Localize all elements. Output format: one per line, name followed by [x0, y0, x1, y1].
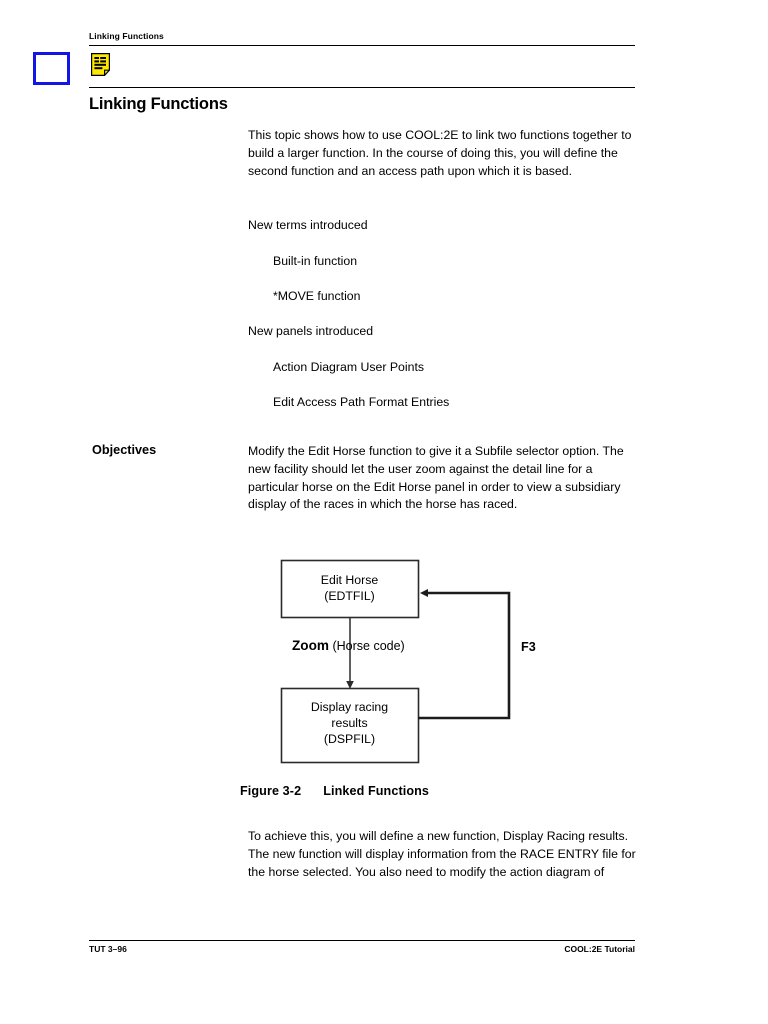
diagram-box-display-line2: results [331, 716, 368, 730]
diagram-box-display-line1: Display racing [310, 700, 389, 714]
diagram-return-label: F3 [521, 640, 536, 654]
figure-caption-number: Figure 3-2 [240, 784, 302, 798]
new-terms-item-built-in-function: Built-in function [273, 254, 358, 268]
footer-page-number: TUT 3–96 [89, 944, 127, 954]
diagram-box-display-line3: (DSPFIL) [323, 732, 376, 746]
objectives-text: Modify the Edit Horse function to give i… [248, 444, 624, 512]
page-title: Linking Functions [89, 95, 228, 113]
diagram-link-label-rest: (Horse code) [329, 639, 405, 653]
footer-document-title: COOL:2E Tutorial [564, 944, 635, 954]
new-panels-item-edit-access-path-format-entries: Edit Access Path Format Entries [273, 395, 450, 409]
diagram-link-label: Zoom (Horse code) [292, 638, 405, 653]
running-head: Linking Functions [89, 31, 164, 41]
new-panels-heading: New panels introduced [248, 324, 374, 338]
diagram-box-edit-horse-line2: (EDTFIL) [324, 589, 375, 603]
new-panels-item-action-diagram-user-points: Action Diagram User Points [273, 360, 425, 374]
new-terms-heading: New terms introduced [248, 218, 368, 232]
diagram-box-edit-horse-line1: Edit Horse [320, 573, 379, 587]
new-terms-item-move-function: *MOVE function [273, 289, 361, 303]
objectives-label: Objectives [92, 443, 157, 457]
diagram-link-label-bold: Zoom [292, 638, 329, 653]
figure-caption: Figure 3-2 Linked Functions [240, 784, 429, 798]
intro-paragraph: This topic shows how to use COOL:2E to l… [248, 128, 632, 178]
header-rule [89, 45, 635, 46]
footer-rule [89, 940, 635, 941]
figure-caption-title: Linked Functions [323, 784, 430, 798]
diagram-box-display-racing-results: Display racing results (DSPFIL) [281, 699, 418, 747]
title-rule [89, 87, 635, 88]
blue-square-marker-icon [33, 52, 70, 85]
final-paragraph: To achieve this, you will define a new f… [248, 829, 636, 879]
diagram-box-edit-horse: Edit Horse (EDTFIL) [281, 572, 418, 604]
note-page-icon [91, 53, 110, 76]
